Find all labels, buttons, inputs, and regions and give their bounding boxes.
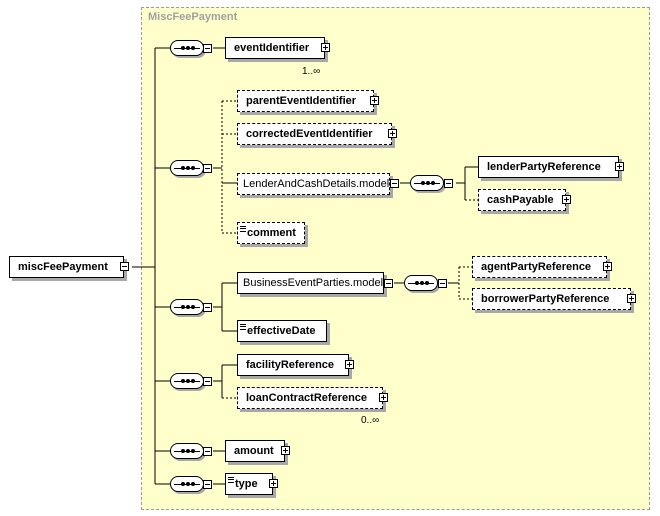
cardinality-label: 0..∞ xyxy=(361,415,380,426)
expand-icon[interactable] xyxy=(269,479,278,488)
element-facilityReference[interactable]: facilityReference xyxy=(237,354,349,376)
element-effectiveDate[interactable]: effectiveDate xyxy=(237,320,327,342)
collapse-icon[interactable] xyxy=(203,377,212,386)
collapse-icon[interactable] xyxy=(120,262,129,271)
element-label: loanContractReference xyxy=(246,392,368,404)
element-label: effectiveDate xyxy=(247,325,316,337)
sequence-compositor-lender[interactable] xyxy=(410,175,444,191)
group-label: LenderAndCashDetails.model xyxy=(243,178,390,190)
expand-icon[interactable] xyxy=(627,294,636,303)
sequence-compositor-1[interactable] xyxy=(170,40,204,56)
root-element-miscFeePayment[interactable]: miscFeePayment xyxy=(9,256,124,278)
cardinality-label: 1..∞ xyxy=(302,66,321,77)
element-label: cashPayable xyxy=(487,194,554,206)
expand-icon[interactable] xyxy=(603,262,612,271)
sequence-compositor-4[interactable] xyxy=(170,373,204,389)
collapse-icon[interactable] xyxy=(384,279,393,288)
expand-icon[interactable] xyxy=(562,195,571,204)
element-label: parentEventIdentifier xyxy=(246,95,357,107)
expand-icon[interactable] xyxy=(321,43,330,52)
sequence-compositor-6[interactable] xyxy=(170,476,204,492)
expand-icon[interactable] xyxy=(370,96,379,105)
element-type[interactable]: type xyxy=(225,473,273,495)
element-borrowerPartyReference[interactable]: borrowerPartyReference xyxy=(472,288,631,310)
element-label: correctedEventIdentifier xyxy=(246,128,373,140)
sequence-compositor-2[interactable] xyxy=(170,160,204,176)
element-label: borrowerPartyReference xyxy=(481,293,610,305)
element-comment[interactable]: comment xyxy=(237,222,305,244)
element-eventIdentifier[interactable]: eventIdentifier xyxy=(225,37,325,59)
element-label: lenderPartyReference xyxy=(487,161,601,173)
root-label: miscFeePayment xyxy=(18,261,108,273)
element-parentEventIdentifier[interactable]: parentEventIdentifier xyxy=(237,90,374,112)
element-cashPayable[interactable]: cashPayable xyxy=(478,189,566,211)
element-correctedEventIdentifier[interactable]: correctedEventIdentifier xyxy=(237,123,392,145)
sequence-compositor-5[interactable] xyxy=(170,443,204,459)
element-loanContractReference[interactable]: loanContractReference xyxy=(237,387,383,409)
element-label: facilityReference xyxy=(246,359,335,371)
collapse-icon[interactable] xyxy=(203,44,212,53)
group-title: MiscFeePayment xyxy=(148,11,238,23)
element-agentPartyReference[interactable]: agentPartyReference xyxy=(472,256,607,278)
expand-icon[interactable] xyxy=(379,393,388,402)
expand-icon[interactable] xyxy=(615,162,624,171)
element-label: amount xyxy=(234,445,274,457)
element-amount[interactable]: amount xyxy=(225,440,285,462)
collapse-icon[interactable] xyxy=(203,164,212,173)
element-label: type xyxy=(235,478,258,490)
group-label: BusinessEventParties.model xyxy=(243,277,384,289)
collapse-icon[interactable] xyxy=(390,179,399,188)
collapse-icon[interactable] xyxy=(444,179,453,188)
sequence-compositor-3[interactable] xyxy=(170,299,204,315)
element-label: agentPartyReference xyxy=(481,261,592,273)
expand-icon[interactable] xyxy=(388,129,397,138)
collapse-icon[interactable] xyxy=(203,447,212,456)
collapse-icon[interactable] xyxy=(203,480,212,489)
element-lenderPartyReference[interactable]: lenderPartyReference xyxy=(478,156,619,178)
group-BusinessEventParties-model[interactable]: BusinessEventParties.model xyxy=(237,272,384,294)
collapse-icon[interactable] xyxy=(203,303,212,312)
group-LenderAndCashDetails-model[interactable]: LenderAndCashDetails.model xyxy=(237,173,390,195)
expand-icon[interactable] xyxy=(345,360,354,369)
element-label: comment xyxy=(247,227,296,239)
expand-icon[interactable] xyxy=(281,446,290,455)
choice-compositor-parties[interactable] xyxy=(404,275,438,291)
element-label: eventIdentifier xyxy=(234,42,310,54)
collapse-icon[interactable] xyxy=(438,279,447,288)
